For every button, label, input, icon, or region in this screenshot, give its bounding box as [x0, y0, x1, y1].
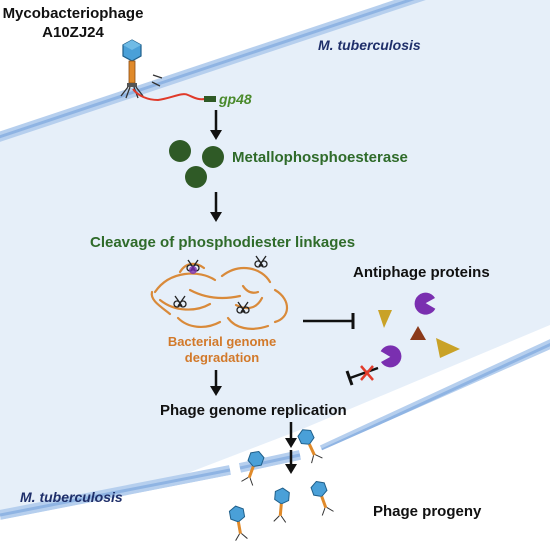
phage-name-line2: A10ZJ24 [42, 24, 104, 41]
replication-label: Phage genome replication [160, 402, 347, 419]
host-label-top: M. tuberculosis [318, 37, 421, 53]
outside-region [0, 349, 550, 545]
enzyme-on-dna-icon [189, 266, 197, 274]
enzyme-label: Metallophosphoesterase [232, 149, 408, 166]
mechanism-label: Cleavage of phosphodiester linkages [90, 234, 355, 251]
degradation-label-line2: degradation [185, 350, 259, 365]
progeny-label: Phage progeny [373, 503, 482, 520]
antiphage-proteins-icon [378, 292, 460, 368]
degradation-label-line1: Bacterial genome [168, 334, 276, 349]
progeny-phage-icon [297, 429, 323, 464]
gene-label: gp48 [218, 91, 252, 107]
progeny-phage-icon [228, 505, 248, 541]
metallophosphoesterase-icon [169, 140, 224, 188]
arrows-to-progeny [285, 422, 297, 474]
inhibition-arrow [303, 313, 355, 329]
arrow-enzyme-to-cleavage [210, 192, 222, 222]
progeny-phage-icon [241, 450, 265, 486]
degraded-genome-icon [150, 262, 289, 330]
arrow-to-replication [210, 370, 222, 396]
phage-name-line1: Mycobacteriophage [3, 5, 144, 22]
top-membrane [0, 0, 426, 142]
antiphage-label: Antiphage proteins [353, 264, 490, 281]
injected-dna [132, 88, 206, 102]
blocked-inhibition-icon [345, 365, 379, 386]
phage-icon [120, 39, 163, 99]
gp48-gene-icon [204, 96, 216, 102]
progeny-phage-icon [273, 487, 290, 523]
host-label-bottom: M. tuberculosis [20, 489, 123, 505]
progeny-phage-icon [310, 480, 334, 516]
arrow-gene-to-enzyme [210, 110, 222, 140]
